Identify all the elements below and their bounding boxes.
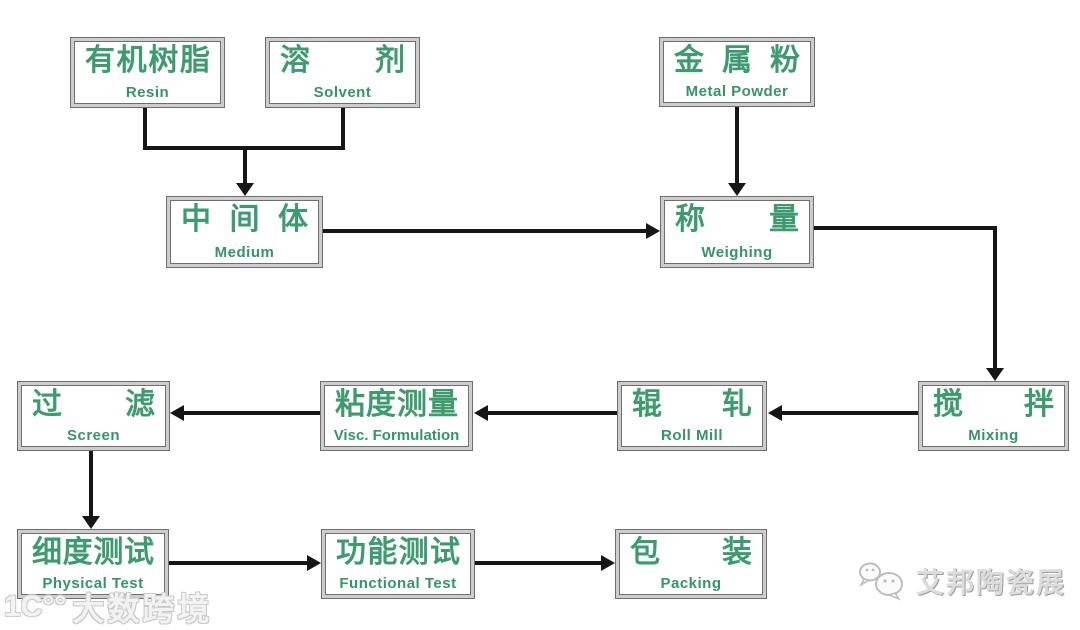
watermark-aibang-text: 艾邦陶瓷展 [916, 566, 1067, 599]
connector-resin-down [143, 108, 147, 150]
node-resin-zh: 有机树脂 [85, 43, 210, 78]
node-physical-test-zh: 细度测试 [32, 535, 154, 570]
connector-rollmill-to-visc [488, 411, 617, 415]
node-roll-mill: 辊轧 Roll Mill [617, 381, 767, 451]
node-visc-formulation: 粘度测量 Visc. Formulation [320, 381, 473, 451]
node-packing: 包装 Packing [615, 529, 767, 599]
node-packing-zh: 包装 [630, 535, 752, 570]
node-visc-formulation-en: Visc. Formulation [333, 427, 460, 444]
node-solvent-zh: 溶剂 [280, 43, 405, 78]
connector-metal-to-weighing [735, 107, 739, 183]
node-visc-formulation-zh: 粘度测量 [335, 387, 458, 422]
node-physical-test-en: Physical Test [42, 575, 144, 592]
node-packing-en: Packing [660, 575, 722, 592]
node-solvent: 溶剂 Solvent [265, 37, 420, 108]
node-mixing-zh: 搅拌 [933, 387, 1054, 422]
node-metal-powder-en: Metal Powder [685, 83, 789, 100]
node-weighing-en: Weighing [701, 244, 773, 261]
watermark-dashu-text: 大数跨境 [72, 591, 213, 627]
node-mixing-en: Mixing [968, 427, 1019, 444]
connector-medium-to-weighing [323, 229, 647, 233]
connector-weighing-right [814, 226, 997, 230]
node-roll-mill-zh: 辊轧 [632, 387, 752, 422]
connector-physical-to-functional [169, 561, 308, 565]
node-medium: 中间体 Medium [166, 196, 323, 268]
node-resin: 有机树脂 Resin [70, 37, 225, 108]
arrowhead-to-medium [236, 183, 254, 196]
node-functional-test-en: Functional Test [339, 575, 457, 592]
node-solvent-en: Solvent [313, 84, 372, 101]
node-resin-en: Resin [125, 84, 170, 101]
node-screen-en: Screen [66, 427, 121, 444]
chat-bubbles-icon [858, 560, 908, 602]
connector-visc-to-screen [184, 411, 320, 415]
arrowhead-to-rollmill [768, 405, 782, 421]
connector-functional-to-packing [475, 561, 602, 565]
node-medium-zh: 中间体 [181, 202, 308, 237]
node-weighing-zh: 称量 [675, 202, 799, 237]
arrowhead-medium-to-weighing [646, 223, 660, 239]
connector-mixing-to-rollmill [782, 411, 918, 415]
connector-solvent-down [341, 108, 345, 150]
node-functional-test: 功能测试 Functional Test [321, 529, 475, 599]
connector-merge-to-medium [243, 148, 247, 183]
arrowhead-to-mixing [986, 368, 1004, 381]
node-metal-powder-zh: 金属粉 [674, 43, 800, 78]
node-weighing: 称量 Weighing [660, 196, 814, 268]
watermark-aibang: 艾邦陶瓷展 [858, 560, 1066, 602]
connector-weighing-down [993, 226, 997, 368]
arrowhead-to-screen [170, 405, 184, 421]
arrowhead-to-physical [82, 516, 100, 529]
node-medium-en: Medium [214, 244, 275, 261]
arrowhead-to-visc [474, 405, 488, 421]
node-functional-test-zh: 功能测试 [336, 535, 460, 570]
arrowhead-to-functional [307, 555, 321, 571]
arrowhead-to-weighing [728, 183, 746, 196]
node-physical-test: 细度测试 Physical Test [17, 529, 169, 599]
node-metal-powder: 金属粉 Metal Powder [659, 37, 815, 107]
dashu-logo-icon: 1C°° [4, 590, 67, 623]
node-screen-zh: 过滤 [32, 387, 155, 422]
node-screen: 过滤 Screen [17, 381, 170, 451]
watermark-dashu: 1C°° 大数跨境 [4, 584, 212, 630]
connector-screen-to-physical [89, 451, 93, 517]
arrowhead-to-packing [601, 555, 615, 571]
node-mixing: 搅拌 Mixing [918, 381, 1069, 451]
node-roll-mill-en: Roll Mill [661, 427, 723, 444]
